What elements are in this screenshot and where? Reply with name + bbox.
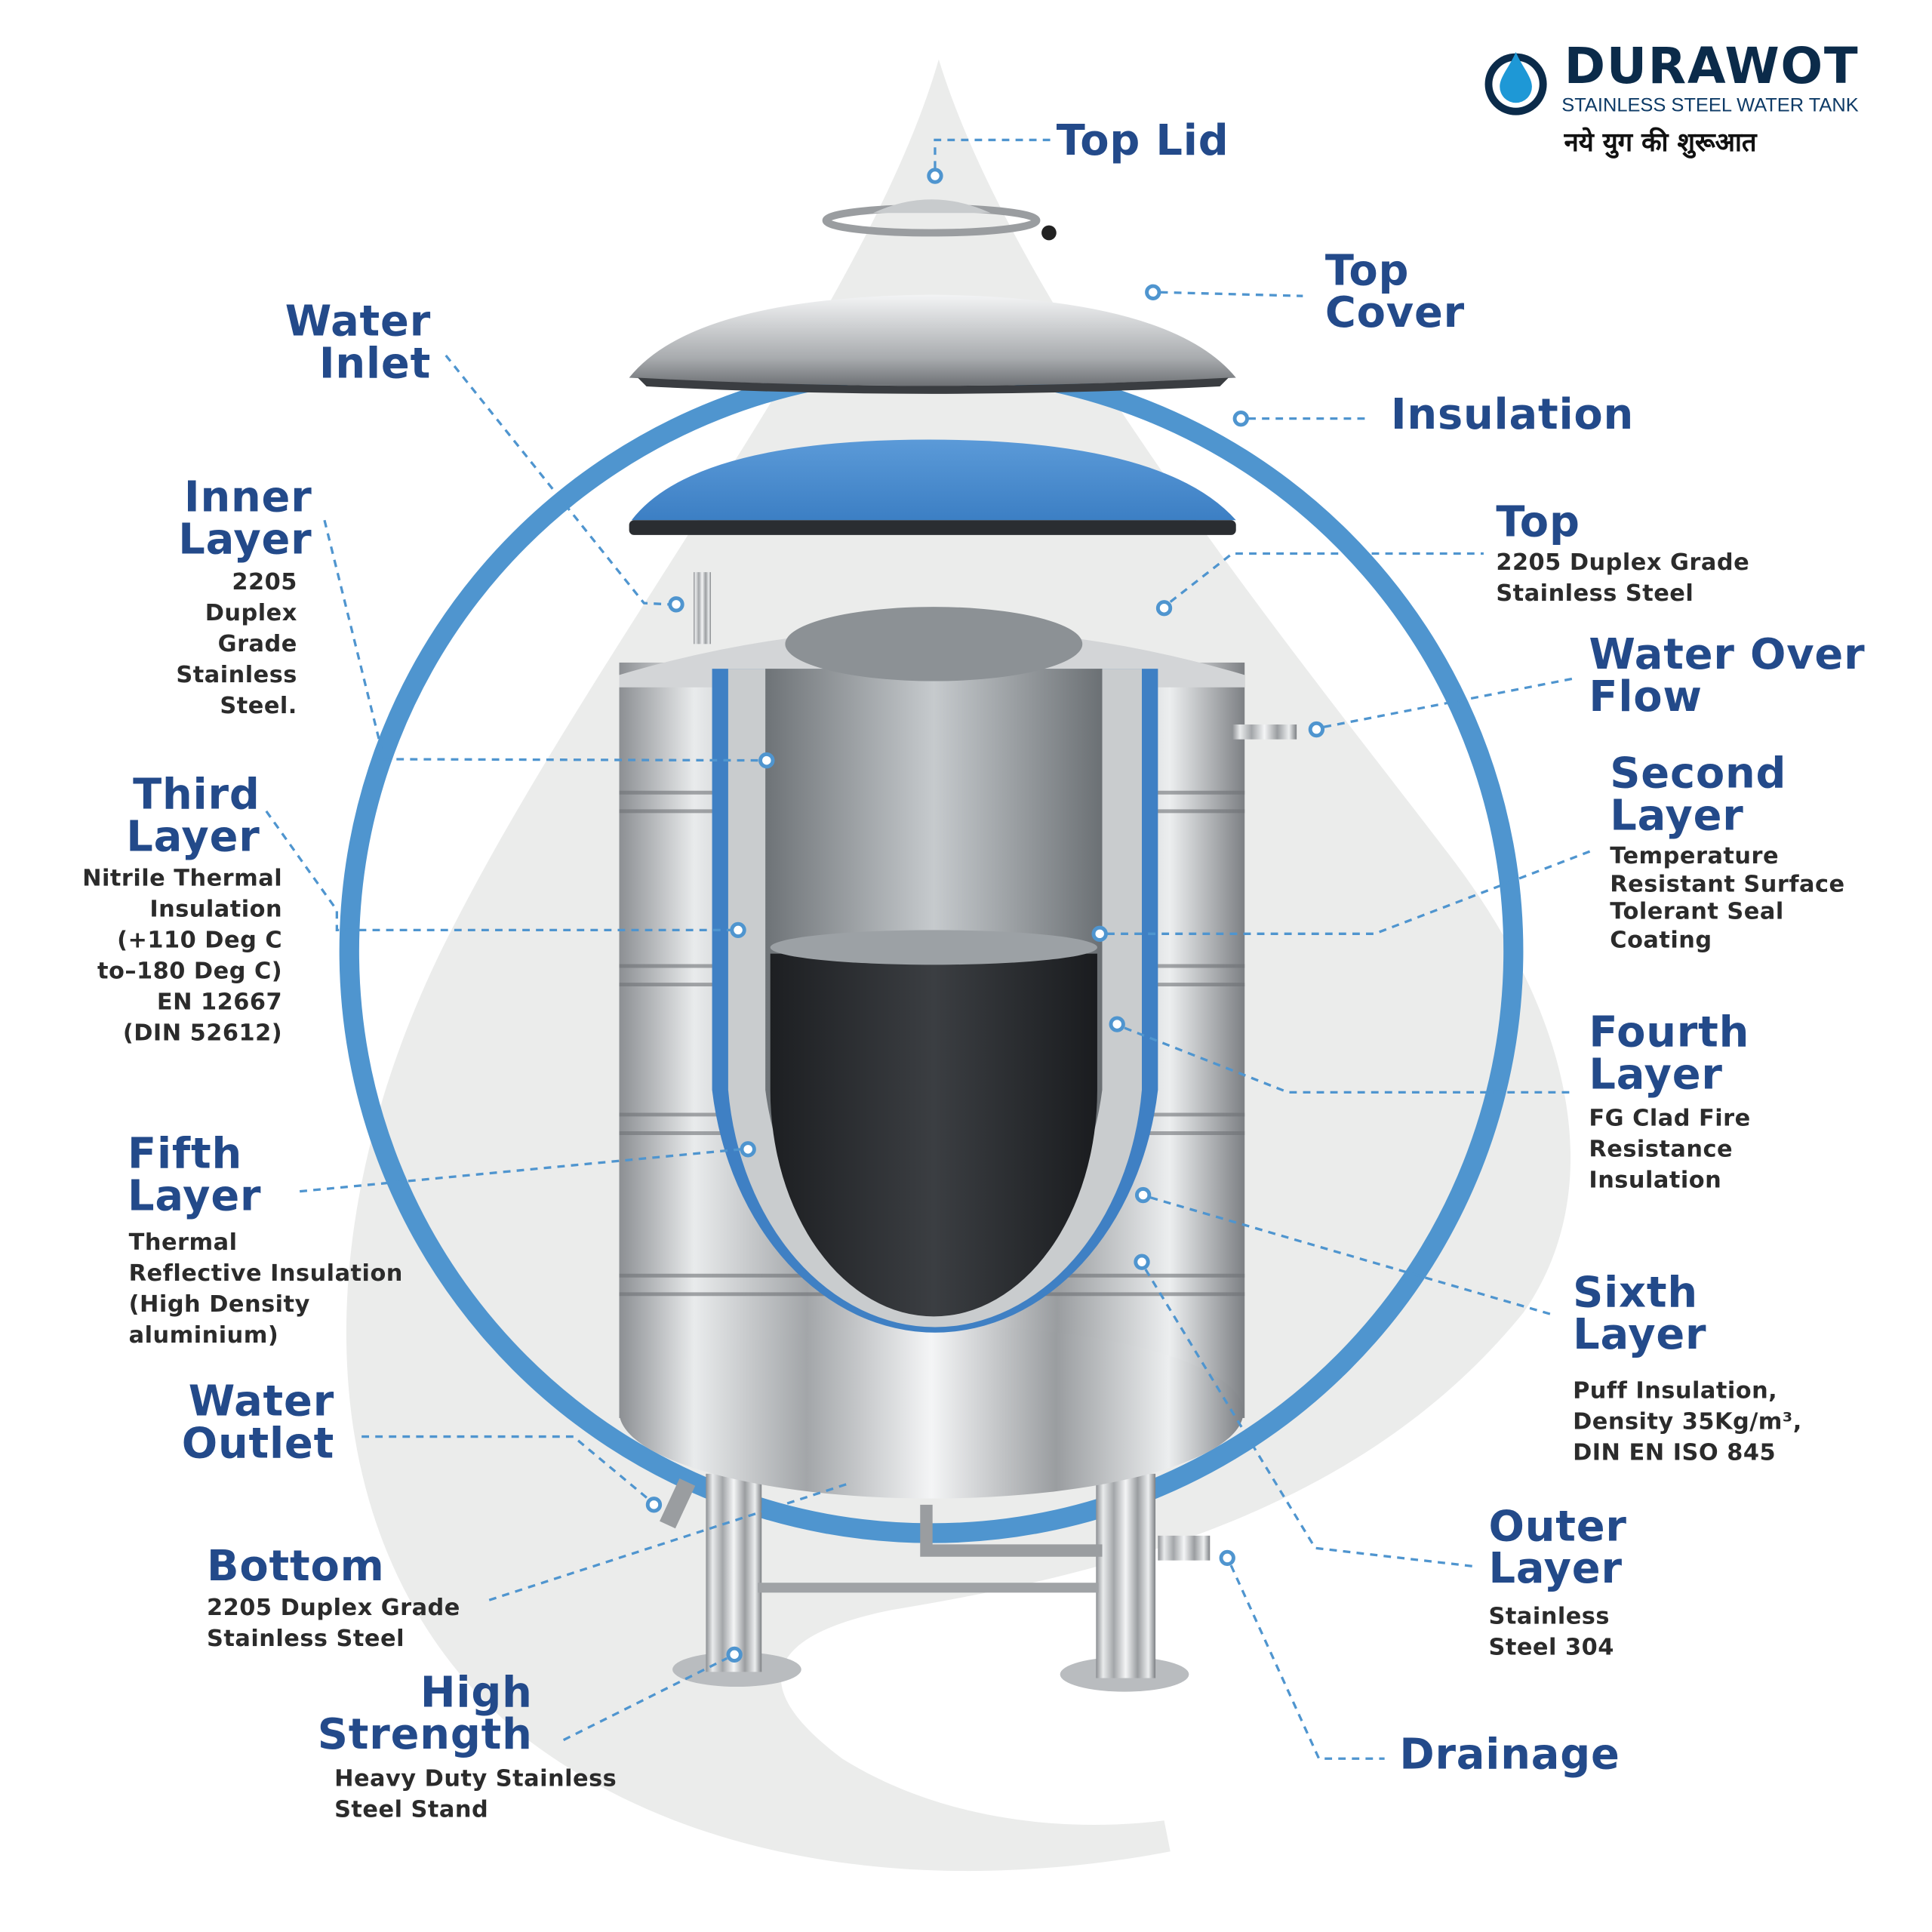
- desc-line: Grade: [217, 631, 297, 658]
- title-line: Second: [1610, 749, 1787, 799]
- desc-line: Reflective Insulation: [128, 1260, 403, 1287]
- desc-line: Density 35Kg/m³,: [1573, 1409, 1802, 1435]
- title-line: High: [420, 1668, 533, 1718]
- desc-line: Temperature: [1610, 843, 1780, 869]
- desc-line: (DIN 52612): [122, 1020, 283, 1047]
- title-line: Flow: [1589, 672, 1703, 722]
- title-line: Outlet: [181, 1419, 335, 1469]
- brand-slogan: नये युग की शुरूआत: [1564, 126, 1757, 158]
- desc-line: 2205 Duplex Grade: [1496, 549, 1750, 577]
- desc-line: DIN EN ISO 845: [1573, 1440, 1777, 1466]
- desc-line: Coating: [1610, 927, 1712, 953]
- desc-line: Nitrile Thermal: [82, 866, 283, 892]
- title-line: Layer: [1573, 1310, 1707, 1360]
- title-line: Top: [1324, 246, 1410, 297]
- title-line: Sixth: [1573, 1268, 1698, 1318]
- desc-line: Thermal: [128, 1229, 238, 1256]
- label-top: Top: [1496, 497, 1580, 548]
- desc-line: 2205 Duplex Grade: [207, 1595, 460, 1622]
- title-line: Inner: [183, 472, 312, 523]
- title-line: Layer: [178, 515, 312, 565]
- water-drop-logo-icon: [1484, 51, 1547, 115]
- brand-name: DURAWOT: [1564, 38, 1860, 96]
- desc-line: Stainless: [176, 662, 297, 689]
- title-line: Fourth: [1589, 1008, 1750, 1058]
- desc-line: Heavy Duty Stainless: [334, 1766, 617, 1792]
- desc-line: Steel Stand: [334, 1797, 489, 1823]
- label-bottom: Bottom: [207, 1542, 385, 1592]
- title-line: Cover: [1324, 288, 1465, 338]
- desc-line: Insulation: [149, 897, 283, 923]
- desc-line: Steel.: [220, 693, 297, 720]
- brand-tagline: STAINLESS STEEL WATER TANK: [1561, 95, 1859, 117]
- desc-line: Duplex: [205, 600, 297, 627]
- title-line: Layer: [1488, 1544, 1623, 1594]
- brand-logo: DURAWOT STAINLESS STEEL WATER TANK नये य…: [1480, 42, 1913, 179]
- title-line: Outer: [1488, 1502, 1627, 1552]
- top-cover: [629, 294, 1236, 386]
- title-line: Layer: [1589, 1050, 1723, 1100]
- desc-line: Resistance: [1589, 1137, 1734, 1163]
- title-line: Layer: [126, 812, 260, 863]
- desc-line: Resistant Surface: [1610, 871, 1845, 897]
- desc-line: aluminium): [128, 1322, 279, 1349]
- title-line: Water: [285, 297, 432, 347]
- title-line: Fifth: [128, 1129, 243, 1180]
- desc-line: EN 12667: [156, 989, 283, 1016]
- title-line: Water Over: [1589, 630, 1866, 680]
- desc-line: to–180 Deg C): [97, 958, 283, 985]
- desc-line: (High Density: [128, 1291, 310, 1318]
- title-line: Inlet: [318, 339, 432, 389]
- desc-line: Insulation: [1589, 1168, 1722, 1194]
- desc-line: 2205: [232, 569, 297, 596]
- steel-stand: [672, 1473, 1211, 1692]
- desc-line: (+110 Deg C: [117, 928, 283, 954]
- desc-line: Stainless Steel: [1496, 580, 1694, 608]
- callout-dots: [645, 168, 1325, 1663]
- title-line: Layer: [1610, 791, 1744, 841]
- desc-sixth-layer: Puff Insulation, Density 35Kg/m³, DIN EN I…: [1573, 1376, 1802, 1469]
- label-top-lid: Top Lid: [1056, 116, 1229, 166]
- label-drainage: Drainage: [1399, 1730, 1620, 1780]
- label-insulation: Insulation: [1390, 389, 1635, 440]
- title-line: Water: [188, 1377, 335, 1427]
- desc-line: Steel 304: [1488, 1635, 1614, 1661]
- desc-line: FG Clad Fire: [1589, 1106, 1751, 1132]
- desc-line: Stainless Steel: [207, 1626, 405, 1653]
- title-line: Layer: [128, 1171, 262, 1222]
- desc-line: Puff Insulation,: [1573, 1378, 1778, 1404]
- title-line: Third: [133, 770, 260, 820]
- title-line: Strength: [317, 1710, 533, 1760]
- insulation-cap: [631, 439, 1236, 521]
- desc-line: Tolerant Seal: [1610, 899, 1784, 925]
- desc-line: Stainless: [1488, 1604, 1610, 1630]
